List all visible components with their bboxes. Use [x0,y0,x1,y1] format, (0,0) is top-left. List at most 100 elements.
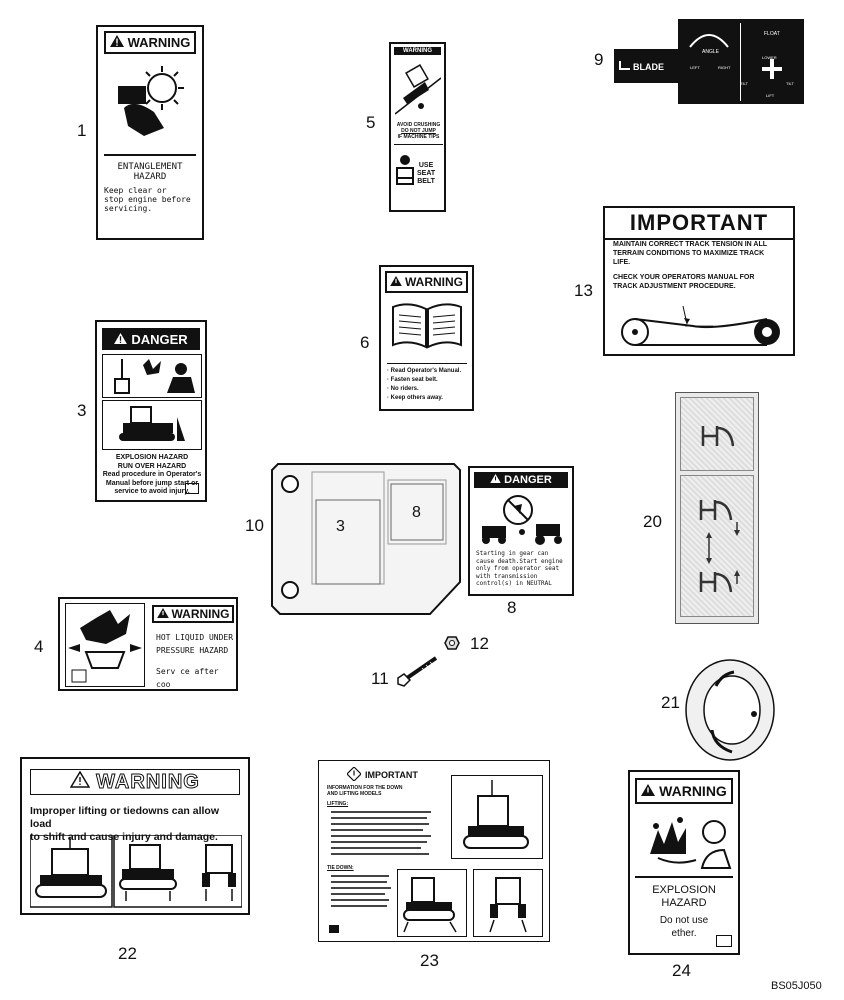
decal-3-line-2: RUN OVER HAZARD [117,462,187,470]
decal-5-use: USE [418,162,434,169]
callout-5: 5 [366,113,376,132]
decal-4-hot-liquid-warning: WARNING HOT LIQUID UNDER PRESSURE HAZARD… [58,597,238,691]
decal-24-line-3: Do not use [659,915,709,926]
tiedown-rear-pictogram [473,869,543,937]
callout-1: 1 [77,121,87,140]
text-line [331,887,391,889]
blade-control-panel [678,19,804,104]
text-line [331,893,385,895]
manual-book-icon [329,925,339,933]
panel-10-label-8: 8 [412,504,421,521]
decal-8-line-2: cause death.Start engine [476,557,563,565]
decal-8-line-4: with transmission [476,572,538,580]
decal-22-line-2: to shift and cause injury and damage. [30,831,218,843]
decal-24-line-1: EXPLOSION [652,884,716,896]
decal-3-text: EXPLOSION HAZARD RUN OVER HAZARD Read pr… [102,454,202,497]
decal-1-line-3: Keep clear or [104,186,167,195]
decal-1-header: WARNING [104,31,196,54]
decal-3-header-text: DANGER [131,331,188,347]
decal-6-line-4: · Keep others away. [387,395,443,401]
figure-reference-code: BS05J050 [771,980,822,992]
decal-24-header-text: WARNING [659,783,727,799]
decal-3-line-1: EXPLOSION HAZARD [115,454,189,461]
text-line [331,881,387,883]
decal-1-line-2: HAZARD [133,172,167,182]
decal-9-blade-control: BLADE ANGLE LEFT RIGHT FLOAT LOWER TILT … [614,19,804,104]
blade-icon [618,61,630,73]
tiedown-side-pictogram [397,869,467,937]
decal-1-line-5: servicing. [104,204,153,213]
callout-6: 6 [360,333,370,352]
bolt-11 [396,654,440,688]
decal-3-header: DANGER [102,328,200,350]
text-line [331,847,421,849]
decal-5-divider [394,144,443,145]
callout-12: 12 [470,634,489,653]
entanglement-pictogram [104,58,196,150]
decal-5-seatbelt-text: USE SEAT BELT [417,162,435,186]
warning-triangle-icon [109,35,124,50]
angle-text: ANGLE [702,49,719,55]
text-line [331,829,423,831]
decal-5-seat: SEAT [417,170,436,177]
callout-22: 22 [118,944,137,963]
decal-3-line-3: Read procedure in Operator's [102,471,202,478]
decal-4-header-text: WARNING [171,607,230,621]
decal-5-header: WARNING [394,47,441,55]
decal-23-lifting-important: IMPORTANT INFORMATION FOR THE DOWN AND L… [318,760,550,942]
decal-22-lifting-warning: WARNING Improper lifting or tiedowns can… [20,757,250,915]
decal-13-line-4: CHECK YOUR OPERATORS MANUAL FOR [613,274,755,281]
text-line [331,835,431,837]
decal-21-circular [682,656,778,764]
decal-23-header-text: IMPORTANT [365,770,418,780]
decal-5-line-1: AVOID CRUSHING [396,122,441,128]
text-line [331,875,389,877]
decal-22-header: WARNING [30,769,240,795]
decal-4-line-1: HOT LIQUID UNDER [156,633,234,642]
callout-9: 9 [594,50,604,69]
decal-6-line-1: · Read Operator's Manual. [387,368,462,374]
decal-5-avoid-crushing: WARNING AVOID CRUSHING DO NOT JUMP IF MA… [389,42,446,212]
decal-13-text: MAINTAIN CORRECT TRACK TENSION IN ALL TE… [613,240,793,291]
decal-13-line-3: LIFE. [613,259,631,266]
decal-24-line-4: ether. [671,928,697,939]
callout-3: 3 [77,401,87,420]
warning-triangle-icon [390,275,402,289]
left-text: LEFT [690,65,700,70]
decal-23-text: INFORMATION FOR THE DOWN AND LIFTING MOD… [327,785,445,807]
text-line [331,823,429,825]
decal-6-header-text: WARNING [405,275,463,289]
decal-13-line-5: TRACK ADJUSTMENT PROCEDURE. [613,283,736,290]
decal-24-line-2: HAZARD [661,897,707,909]
decal-1-header-text: WARNING [127,35,191,50]
decal-13-line-1: MAINTAIN CORRECT TRACK TENSION IN ALL [613,241,767,248]
track-diagram [613,302,789,352]
decal-23-header: IMPORTANT [346,766,418,783]
callout-8: 8 [507,598,517,617]
decal-23-tiedown: TIE DOWN: [327,865,354,871]
decal-8-starting-danger: DANGER Starting in gear can cause death.… [468,466,574,596]
decal-23-lifting: LIFTING: [327,801,349,807]
decal-24-text: EXPLOSION HAZARD Do not use ether. [635,876,733,940]
decal-1-text: ENTANGLEMENT HAZARD Keep clear or stop e… [104,154,196,213]
decal-6-header: WARNING [385,271,468,293]
decal-4-text: HOT LIQUID UNDER PRESSURE HAZARD Serv ce… [156,631,236,691]
blade-position-bottom [680,475,754,617]
decal-20-blade-position [675,392,759,624]
danger-triangle-icon [114,332,128,347]
decal-4-line-2: PRESSURE HAZARD [156,646,229,655]
decal-13-line-2: TERRAIN CONDITIONS TO MAXIMIZE TRACK [613,250,765,257]
decal-3-line-5: service to avoid injury. [114,488,190,495]
decal-6-line-2: · Fasten seat belt. [387,377,438,383]
decal-23-line-1: INFORMATION FOR THE DOWN [327,785,403,791]
callout-21: 21 [661,693,680,712]
hot-liquid-pictogram [65,603,145,687]
angle-arc-icon [686,27,732,49]
explosion-pictogram [102,354,202,398]
panel-10-label-3: 3 [336,518,345,535]
decal-13-track-tension: IMPORTANT MAINTAIN CORRECT TRACK TENSION… [603,206,795,356]
text-line [331,811,431,813]
right-text: RIGHT [718,65,731,70]
manual-book-icon [716,935,732,947]
decal-22-header-text: WARNING [96,770,200,793]
